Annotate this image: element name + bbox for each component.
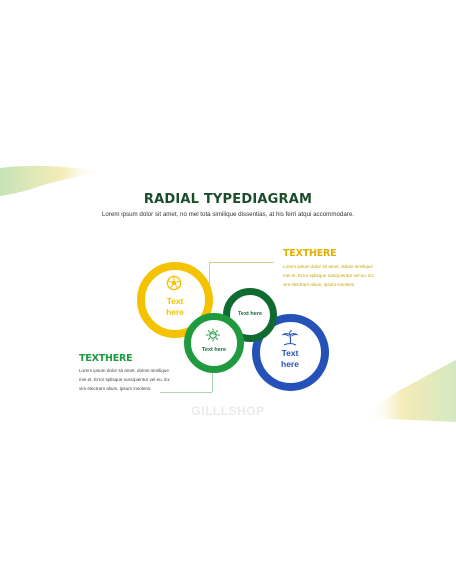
- slide-title: RADIAL TYPEDIAGRAM: [143, 192, 313, 207]
- callout-left-line: Lorem ipsum dolor sit amet, dolore simil…: [79, 368, 169, 373]
- callout-left-body: Lorem ipsum dolor sit amet, dolore simil…: [79, 367, 171, 393]
- slide-subtitle: Lorem ipsum dolor sit amet, no mel tota …: [101, 211, 355, 218]
- connector-line-bottom-vertical: [212, 362, 213, 392]
- callout-right-line: mei et. Error splisque suscipientur vel …: [283, 272, 374, 278]
- callout-left-line: vim electram alium, ipsum insolens.: [79, 385, 152, 391]
- brush-stroke-bottom-right: [366, 360, 456, 422]
- palm-tree-icon: [281, 330, 299, 346]
- ring-blue-label: Text here: [260, 348, 320, 370]
- watermark: GILLLSHOP: [191, 404, 265, 418]
- soccer-ball-icon: [166, 275, 182, 291]
- callout-right-heading: TEXTHERE: [283, 248, 337, 259]
- ring-green: [184, 313, 244, 373]
- ring-blue-label-line: here: [281, 359, 299, 370]
- slide-canvas: [0, 164, 456, 421]
- callout-right-line: vim electram alium, ipsum insolens.: [283, 281, 356, 287]
- callout-left-heading: TEXTHERE: [79, 353, 133, 364]
- ring-yellow-label: Text here: [145, 296, 205, 318]
- ring-green-label: Text here: [201, 347, 227, 353]
- ring-yellow-label-line: here: [166, 307, 184, 318]
- callout-right-line: Lorem ipsum dolor sit amet, dolore simil…: [283, 264, 373, 269]
- connector-line-bottom: [160, 392, 212, 393]
- ring-blue-label-line: Text: [281, 348, 299, 358]
- ring-yellow-label-line: Text: [166, 296, 184, 306]
- callout-right-body: Lorem ipsum dolor sit amet, dolore simil…: [283, 263, 379, 289]
- ring-dark-green-label: Text here: [237, 311, 263, 317]
- brazil-flag-icon: [206, 328, 220, 342]
- connector-line-top-vertical: [209, 262, 210, 292]
- connector-line-top: [209, 262, 274, 263]
- callout-left-line: mei et. Error splisque suscipientur vel …: [79, 376, 170, 382]
- brush-stroke-top-left: [0, 165, 104, 196]
